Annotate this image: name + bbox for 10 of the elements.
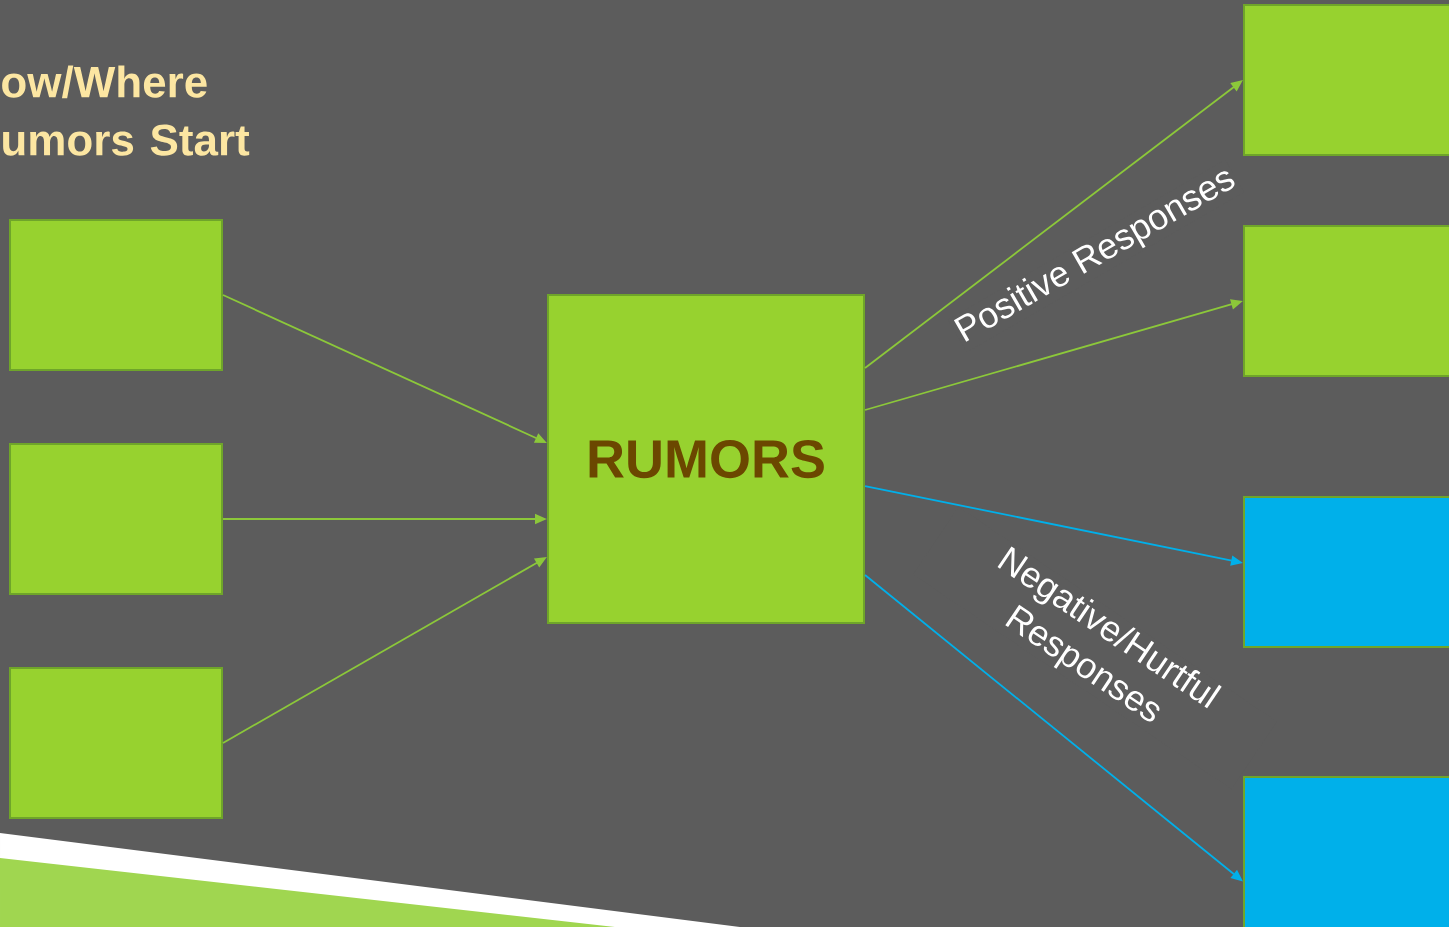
empty-box — [1243, 4, 1449, 156]
empty-box — [9, 443, 223, 595]
empty-box — [1243, 496, 1449, 648]
slide-title: ow/Where umors Start — [2, 65, 250, 156]
rumors-box: RUMORS — [547, 294, 865, 624]
empty-box — [9, 667, 223, 819]
empty-box — [1243, 776, 1449, 927]
empty-box — [9, 219, 223, 371]
empty-box — [1243, 225, 1449, 377]
arrow — [864, 80, 1243, 369]
